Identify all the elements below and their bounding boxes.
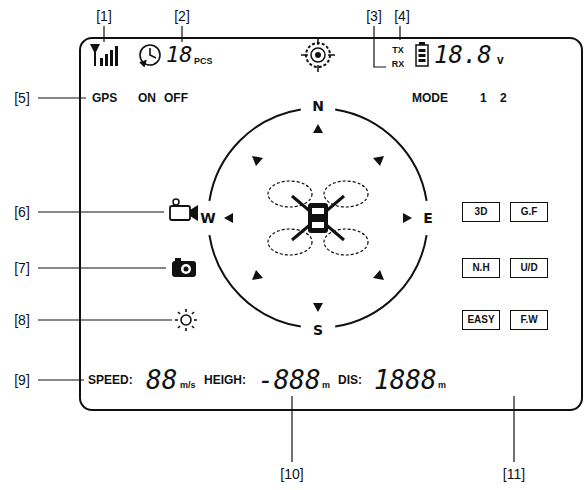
gps-state: OFF: [164, 92, 188, 104]
mode-number: 2: [500, 92, 507, 104]
unit-label: m: [322, 381, 330, 390]
mode-text: U/D: [520, 263, 537, 273]
mode-box: 3D: [462, 202, 500, 222]
compass-arc: [209, 109, 300, 200]
mode-text: 3D: [475, 207, 488, 217]
photo-camera-icon: [172, 258, 196, 277]
callout-number: [6]: [14, 205, 30, 219]
callout-number: [3]: [366, 9, 382, 23]
gps-label: GPS: [92, 92, 117, 104]
mode-box: N.H: [462, 258, 500, 278]
callout-number: [7]: [14, 261, 30, 275]
signal-label: TX: [392, 46, 404, 55]
mode-text: EASY: [467, 315, 494, 325]
compass-arc: [335, 109, 426, 200]
mode-text: G.F: [521, 207, 538, 217]
battery-icon: [416, 42, 428, 66]
compass-letter: S: [313, 323, 323, 337]
signal-label: RX: [392, 60, 405, 69]
drone-icon: [268, 181, 368, 255]
unit-label: PCS: [194, 57, 213, 66]
distance-value: 1888: [374, 367, 437, 393]
height-value: -888: [258, 367, 321, 393]
speed-label: SPEED:: [88, 374, 133, 386]
compass-letter: W: [200, 211, 215, 225]
mode-text: N.H: [472, 263, 489, 273]
mode-number: 1: [480, 92, 487, 104]
video-camera-icon: [170, 199, 198, 221]
mode-box: EASY: [462, 310, 500, 330]
compass-letter: N: [312, 99, 324, 113]
compass-ring: [209, 109, 426, 326]
timer-icon: [140, 45, 160, 66]
unit-label: v: [497, 54, 504, 66]
callout-number: [4]: [394, 9, 410, 23]
satellite-icon: [301, 38, 335, 72]
lcd-frame: [80, 38, 582, 410]
mode-text: F.W: [520, 315, 537, 325]
mode-box: U/D: [510, 258, 548, 278]
mode-box: F.W: [510, 310, 548, 330]
compass-arc: [335, 235, 426, 326]
voltage-value: 18.8: [434, 43, 492, 67]
height-label: HEIGH:: [204, 374, 246, 386]
unit-label: m: [438, 381, 446, 390]
callout-number: [8]: [14, 313, 30, 327]
mode-box: G.F: [510, 202, 548, 222]
callout-number: [9]: [14, 373, 30, 387]
callout-number: [2]: [174, 9, 190, 23]
leader-lines: [38, 26, 514, 462]
direction-arrows: [224, 124, 412, 312]
compass-arc: [209, 235, 300, 326]
mode-label: MODE: [412, 92, 448, 104]
gps-state: ON: [138, 92, 156, 104]
callout-number: [11]: [503, 467, 525, 481]
compass-letter: E: [423, 211, 433, 225]
unit-label: m/s: [180, 381, 196, 390]
distance-label: DIS:: [338, 374, 362, 386]
callout-number: [10]: [280, 467, 303, 481]
satellite-count: 18: [166, 44, 193, 66]
speed-value: 88: [146, 367, 177, 393]
sun-icon: [175, 309, 197, 331]
callout-number: [1]: [96, 9, 112, 23]
callout-number: [5]: [14, 91, 30, 105]
signal-icon: [90, 44, 118, 66]
